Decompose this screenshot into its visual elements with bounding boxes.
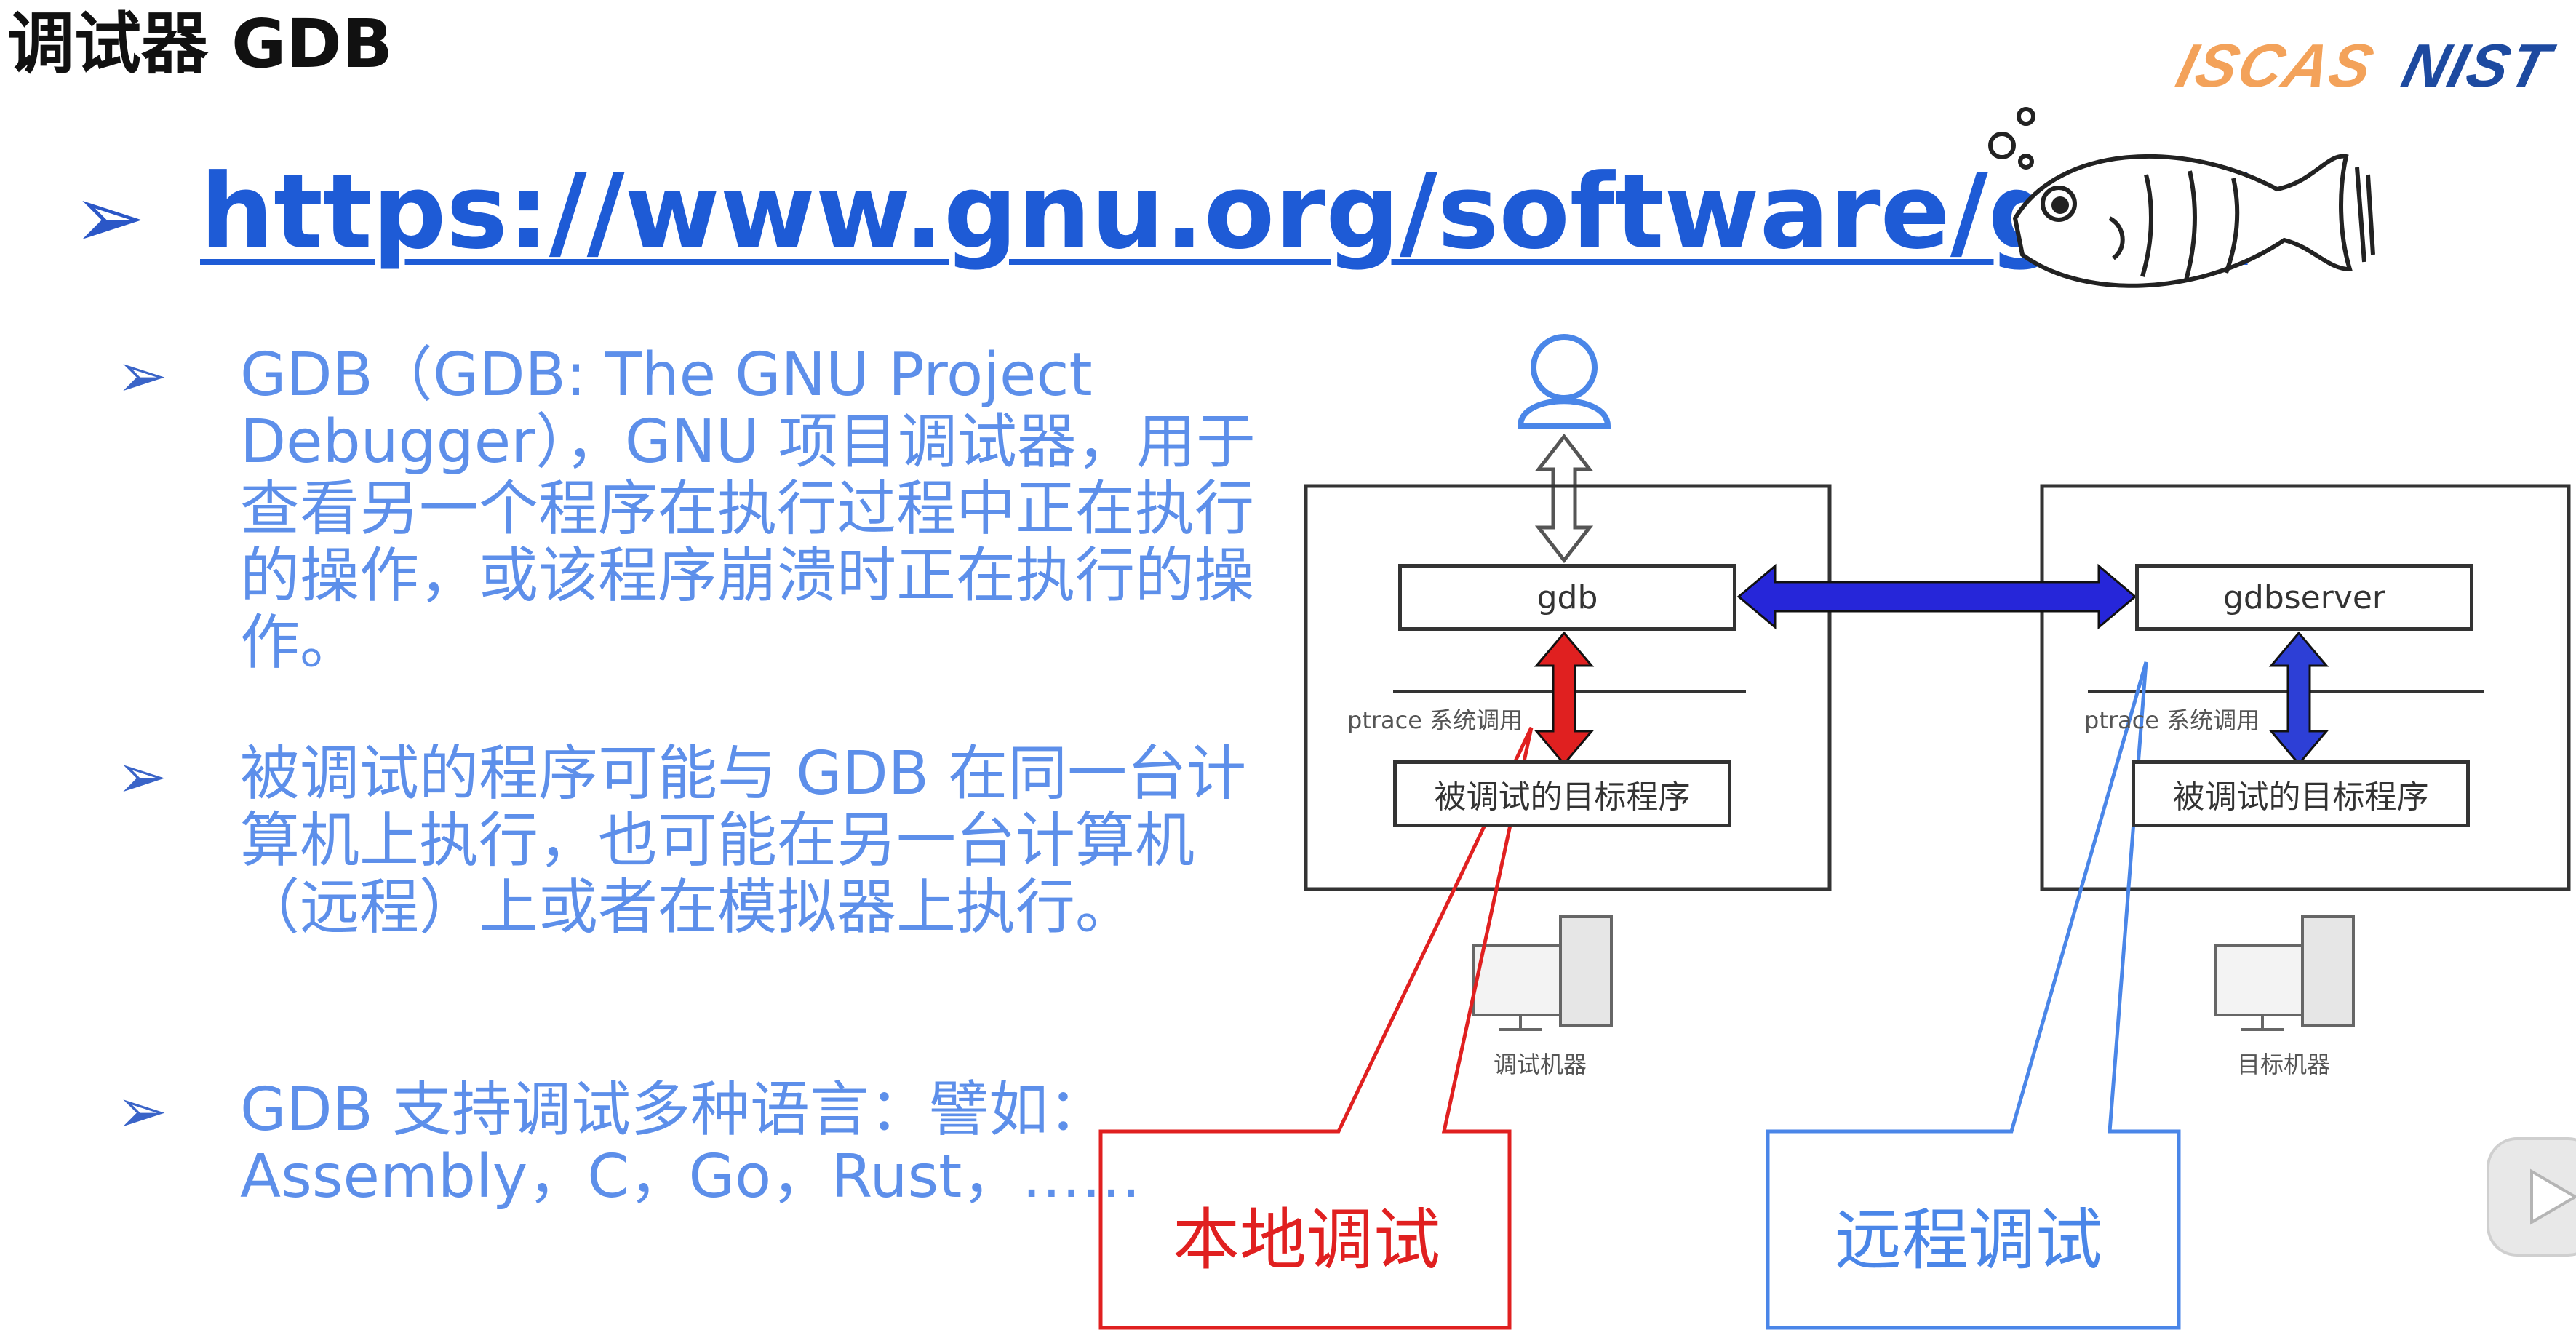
local-debug-label: 本地调试 <box>1173 1201 1441 1279</box>
gdb-box: gdb <box>1398 564 1736 631</box>
page-title: 调试器 GDB <box>7 5 394 83</box>
fish-icon <box>1988 107 2375 288</box>
debug-machine-label: 调试机器 <box>1494 1051 1587 1078</box>
local-target-program-box: 被调试的目标程序 <box>1393 760 1731 827</box>
remote-ptrace-arrow <box>2268 631 2329 766</box>
gdb-remote-link-arrow <box>1736 563 2137 630</box>
computer-icon <box>2214 915 2355 1031</box>
local-ptrace-label: ptrace 系统调用 <box>1347 706 1523 734</box>
computer-icon <box>1472 915 1613 1031</box>
bullet-icon: ➢ <box>116 741 168 812</box>
user-gdb-arrow <box>1534 433 1594 564</box>
bullet-text-1: GDB（GDB: The GNU Project Debugger），GNU 项… <box>240 341 1256 677</box>
bullet-text-2: 被调试的程序可能与 GDB 在同一台计算机上执行，也可能在另一台计算机（远程）上… <box>240 739 1247 942</box>
remote-machine-box <box>2040 484 2571 891</box>
bullet-text-3: GDB 支持调试多种语言：譬如：Assembly，C，Go，Rust，…… <box>240 1075 1141 1211</box>
remote-target-program-box: 被调试的目标程序 <box>2132 760 2470 827</box>
local-ptrace-arrow <box>1534 631 1595 766</box>
remote-ptrace-label: ptrace 系统调用 <box>2084 706 2260 734</box>
local-machine-box <box>1304 484 1832 891</box>
remote-debug-label: 远程调试 <box>1835 1201 2103 1279</box>
user-icon <box>1517 334 1611 429</box>
remote-debug-callout <box>1766 661 2181 1330</box>
url-bullet-icon: ➢ <box>73 167 146 268</box>
local-debug-callout <box>1098 726 1534 1330</box>
play-icon[interactable] <box>2487 1137 2576 1257</box>
gdb-website-link[interactable]: https://www.gnu.org/software/gdb/ <box>200 152 2248 272</box>
bullet-icon: ➢ <box>116 340 168 411</box>
gdbserver-box: gdbserver <box>2135 564 2473 631</box>
bullet-icon: ➢ <box>116 1075 168 1147</box>
target-machine-label: 目标机器 <box>2237 1051 2331 1078</box>
